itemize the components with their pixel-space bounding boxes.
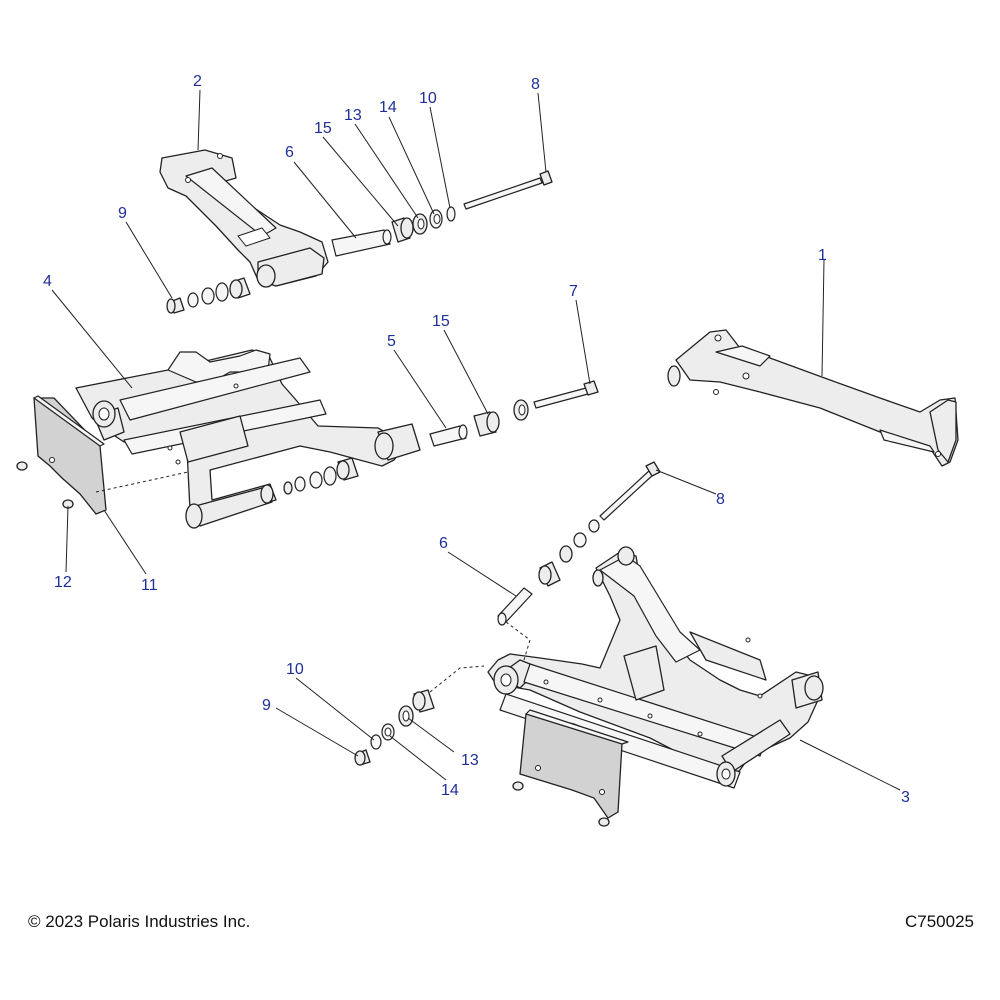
callout-8: 8 <box>531 76 540 93</box>
part-8-bolt-lower <box>599 461 661 521</box>
dashed-guide-left <box>95 471 189 493</box>
part-12-screw-left-upper <box>16 461 28 471</box>
callout-15: 15 <box>314 120 332 137</box>
washer-mid <box>513 399 529 421</box>
bushing-lower-upper <box>538 561 561 587</box>
washer-mid-left-1 <box>294 476 306 492</box>
part-15-bushing-mid <box>473 411 500 437</box>
copyright-text: © 2023 Polaris Industries Inc. <box>28 912 251 931</box>
part-4-rail-arm <box>75 349 421 529</box>
washer-lower-upper-3 <box>559 545 573 563</box>
callout-9: 9 <box>118 205 127 222</box>
callout-4: 4 <box>43 273 52 290</box>
washer-mid-left-2 <box>309 471 323 489</box>
callout-15: 15 <box>432 313 450 330</box>
nut-mid-left <box>283 481 293 495</box>
part-14-washer-lower <box>381 723 395 741</box>
callout-14: 14 <box>441 782 459 799</box>
part-10-washer-lower <box>370 734 382 750</box>
callout-labels: 2 15 13 14 10 8 6 9 1 4 5 15 7 8 6 12 11… <box>43 73 910 806</box>
callout-6: 6 <box>439 535 448 552</box>
part-9-nut-lower <box>354 749 371 766</box>
callout-6: 6 <box>285 144 294 161</box>
callout-12: 12 <box>54 574 72 591</box>
washer-upper-left-3 <box>215 282 229 302</box>
part-11-plate-lower <box>519 709 629 819</box>
callout-1: 1 <box>818 247 827 264</box>
dashed-guide-sleeve <box>505 621 531 661</box>
figure-code: C750025 <box>904 912 974 931</box>
screw-lower-1 <box>512 781 524 791</box>
callout-2: 2 <box>193 73 202 90</box>
part-7-bolt <box>533 380 599 409</box>
part-13-washer-upper <box>412 213 428 235</box>
callout-8: 8 <box>716 491 725 508</box>
callout-10: 10 <box>286 661 304 678</box>
part-6-sleeve-upper <box>331 229 392 257</box>
callout-3: 3 <box>901 789 910 806</box>
part-5-sleeve <box>429 424 468 447</box>
washer-mid-left-3 <box>323 466 337 486</box>
washer-lower-upper-1 <box>588 519 600 533</box>
leader-lines <box>51 89 901 791</box>
callout-10: 10 <box>419 90 437 107</box>
washer-upper-left-1 <box>187 292 199 308</box>
part-13-washer-lower <box>398 705 414 727</box>
callout-14: 14 <box>379 99 397 116</box>
part-14-washer-upper <box>429 209 443 229</box>
part-6-sleeve-lower <box>497 587 533 626</box>
part-3-rail-arm-lower <box>487 546 824 789</box>
callout-9: 9 <box>262 697 271 714</box>
callout-7: 7 <box>569 283 578 300</box>
callout-13: 13 <box>461 752 479 769</box>
dashed-guide-lower <box>429 665 485 693</box>
bushing-mid-left <box>336 457 359 481</box>
part-8-bolt-upper <box>463 170 553 210</box>
bushing-lower-left <box>412 689 435 713</box>
part-10-washer-upper <box>446 206 456 222</box>
part-11-plate-left <box>33 395 107 515</box>
part-2-upper-arm <box>159 149 329 288</box>
washer-lower-upper-2 <box>573 532 587 548</box>
part-15-bushing-upper <box>391 217 414 243</box>
callout-11: 11 <box>141 577 158 594</box>
part-9-nut-upper <box>166 297 185 314</box>
washer-upper-left-2 <box>201 287 215 305</box>
callout-5: 5 <box>387 333 396 350</box>
bushing-upper-left <box>229 277 251 299</box>
screw-lower-2 <box>598 817 610 827</box>
callout-13: 13 <box>344 107 362 124</box>
part-1-torque-arm <box>667 329 959 467</box>
